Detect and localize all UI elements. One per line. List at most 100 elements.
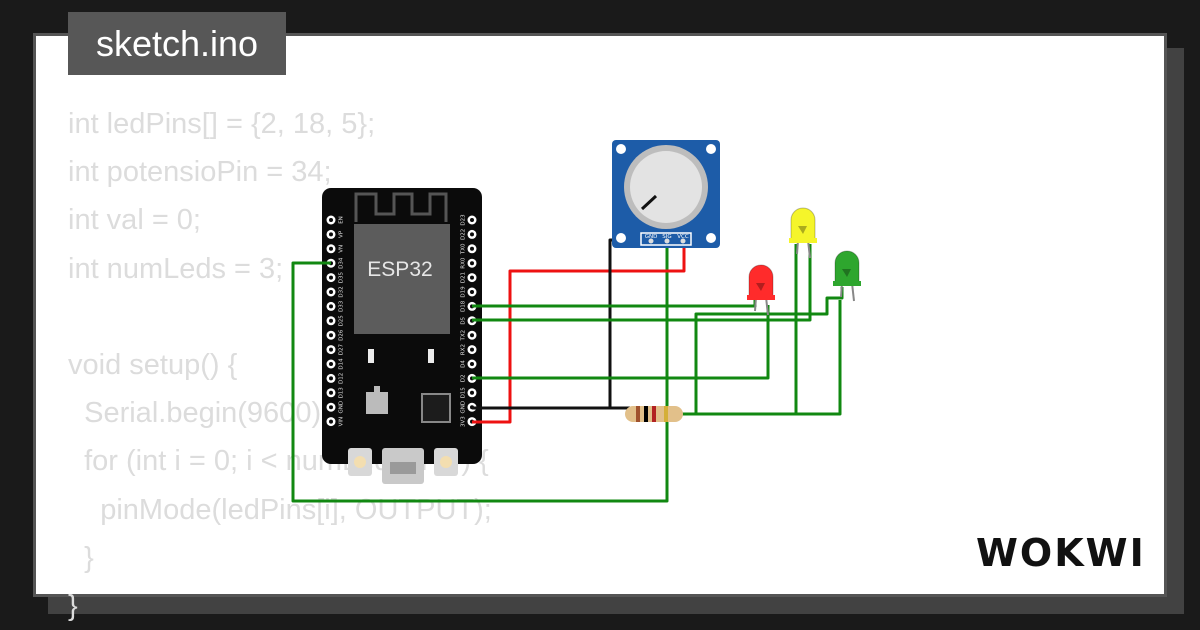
- pin-label: VP: [339, 230, 345, 238]
- pot-pin-block: [640, 232, 692, 246]
- led-rim: [747, 295, 775, 300]
- pot-knob[interactable]: [630, 151, 702, 223]
- wire-resistor-to-green-cathode[interactable]: [796, 300, 842, 416]
- wokwi-logo: WOKWI: [976, 531, 1146, 575]
- pin-label: D15: [461, 387, 467, 399]
- led-dome: [748, 264, 774, 300]
- chip-label: ESP32: [367, 258, 432, 281]
- code-line: void setup() {: [68, 349, 238, 382]
- code-line: Serial.begin(9600);: [68, 397, 330, 430]
- file-name: sketch.ino: [95, 22, 259, 64]
- pin-label: EN: [339, 216, 345, 224]
- wire-resistor-to-yellow-led[interactable]: [696, 244, 798, 416]
- mount-hole: [616, 233, 626, 243]
- mount-hole: [706, 233, 716, 243]
- pin-hole: [470, 333, 474, 338]
- mount-hole: [616, 144, 626, 154]
- pot-pin-sig[interactable]: [664, 238, 670, 244]
- led-green[interactable]: [833, 250, 861, 302]
- pin-hole: [329, 275, 333, 280]
- pin-label: D26: [339, 329, 345, 341]
- pin-label: D4: [461, 360, 467, 368]
- pin-label: D18: [461, 300, 467, 312]
- preview-card: [33, 33, 1167, 597]
- resistor-band: [652, 406, 656, 422]
- pot-pin-gnd[interactable]: [648, 238, 654, 244]
- leds: [747, 207, 861, 316]
- pin-label: D23: [461, 214, 467, 226]
- pin-hole: [329, 362, 333, 366]
- pin-label: D33: [339, 300, 345, 312]
- logo-text: WOKWI: [976, 531, 1146, 575]
- pin-hole: [329, 304, 333, 309]
- resistor[interactable]: [625, 406, 683, 422]
- code-line: int val = 0;: [68, 204, 201, 237]
- smd-component: [428, 349, 434, 363]
- pin-hole: [470, 275, 474, 280]
- pin-label: RX2: [461, 344, 467, 355]
- pin-label: D12: [339, 373, 345, 384]
- pin-label: D13: [339, 387, 345, 399]
- pot-pin-label-gnd: GND: [645, 234, 658, 240]
- pin-hole: [470, 390, 474, 395]
- pin-hole: [329, 376, 333, 381]
- code-line: }: [68, 590, 78, 623]
- led-rim: [789, 238, 817, 243]
- antenna-trace: [354, 192, 448, 222]
- pin-hole: [329, 246, 333, 251]
- pin-hole: [329, 318, 333, 323]
- code-line: pinMode(ledPins[i], OUTPUT);: [68, 493, 492, 526]
- pot-pin-vcc[interactable]: [680, 238, 686, 244]
- led-dome: [834, 250, 860, 286]
- resistor-band: [644, 406, 648, 422]
- pin-label: D5: [461, 316, 467, 324]
- pin-label: D21: [461, 272, 467, 283]
- pin-hole: [470, 347, 474, 352]
- pin-hole: [329, 333, 333, 338]
- pin-label: D25: [339, 315, 345, 327]
- led-dome: [790, 207, 816, 243]
- en-button-cap: [354, 456, 366, 468]
- resistor-band: [636, 406, 640, 422]
- pin-hole: [470, 261, 474, 266]
- wire-d18-to-red-led[interactable]: [472, 298, 757, 308]
- led-red[interactable]: [747, 264, 775, 316]
- led-die: [756, 283, 765, 291]
- resistor-band: [664, 406, 668, 422]
- pot-knob-indicator: [640, 194, 658, 211]
- regulator-tab: [374, 386, 380, 394]
- code-line: int numLeds = 3;: [68, 252, 284, 285]
- esp32-board[interactable]: ESP32 ENVPVND34D35D32D33D25D26D27D14D12D…: [322, 188, 482, 484]
- wire-d2-to-red-led[interactable]: [472, 305, 770, 380]
- file-name-tab: sketch.ino: [68, 12, 286, 75]
- code-line: int potensioPin = 34;: [68, 156, 332, 189]
- pin-label: GND: [461, 401, 467, 414]
- pin-label: D22: [461, 229, 467, 240]
- wire-3v3-to-pot-vcc[interactable]: [472, 241, 686, 424]
- code-line: int ledPins[] = {2, 18, 5};: [68, 108, 376, 140]
- pin-label: D2: [461, 375, 467, 383]
- mount-hole: [706, 144, 716, 154]
- left-pin-header: ENVPVND34D35D32D33D25D26D27D14D12D13GNDV…: [326, 215, 345, 426]
- usb-opening: [390, 462, 416, 474]
- pin-label: VN: [339, 245, 345, 253]
- pin-hole: [329, 419, 333, 424]
- pot-pin-label-vcc: VCC: [677, 234, 689, 240]
- boot-button-cap: [440, 456, 452, 468]
- usb-uart-chip: [421, 393, 451, 423]
- pin-label: D35: [339, 271, 345, 283]
- pin-hole: [329, 405, 333, 410]
- pin-label: TX0: [461, 243, 467, 255]
- wire-d5-to-yellow-led[interactable]: [472, 244, 812, 322]
- pin-hole: [329, 232, 333, 237]
- pin-hole: [470, 218, 474, 222]
- led-yellow[interactable]: [789, 207, 817, 259]
- pin-hole: [329, 347, 333, 352]
- pin-label: RX0: [461, 257, 467, 269]
- pin-label: D32: [339, 286, 345, 297]
- wire-gnd-to-pot-gnd[interactable]: [472, 238, 652, 410]
- pin-hole: [329, 218, 333, 222]
